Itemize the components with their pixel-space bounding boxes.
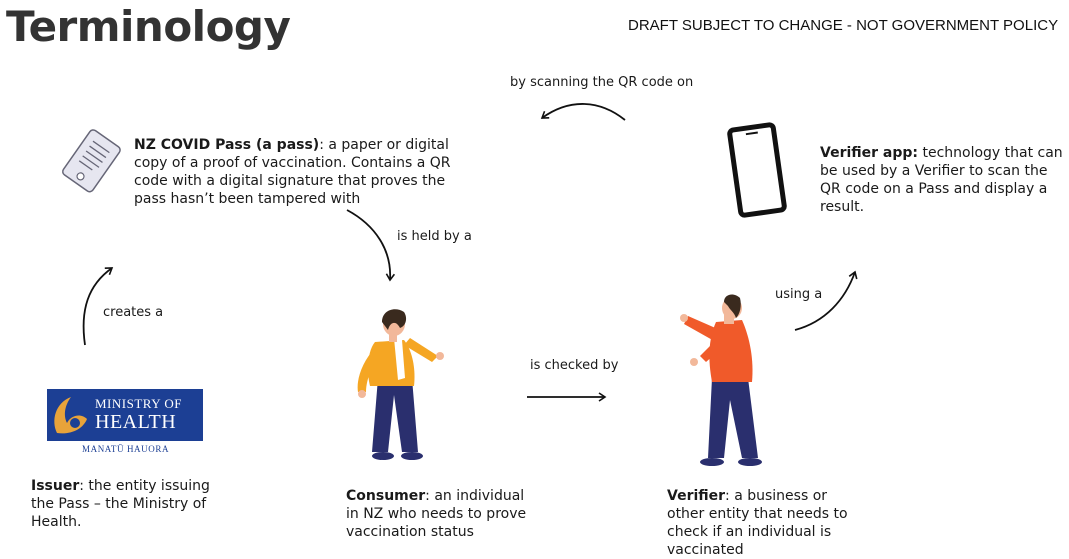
term-pass-definition: : a paper or digital copy of a proof of …: [134, 137, 451, 207]
term-issuer: Issuer: the entity issuing the Pass – th…: [31, 477, 231, 531]
term-verifier-app-definition: technology that can be used by a Verifie…: [820, 145, 1063, 215]
term-pass: NZ COVID Pass (a pass): a paper or digit…: [134, 136, 479, 208]
term-verifier-app: Verifier app: technology that can be use…: [820, 144, 1065, 216]
term-consumer-label: Consumer: [346, 488, 426, 504]
term-consumer: Consumer: an individual in NZ who needs …: [346, 487, 536, 541]
relation-scanning-label: by scanning the QR code on: [510, 75, 694, 90]
term-consumer-definition: : an individual in NZ who needs to prove…: [346, 488, 527, 540]
arrow-using: [794, 270, 858, 331]
relation-held-by-label: is held by a: [397, 229, 472, 244]
page-title: Terminology: [6, 2, 291, 51]
arrow-creates: [82, 267, 114, 346]
relation-checked-by-label: is checked by: [530, 358, 619, 373]
logo-koru-icon: [54, 397, 87, 434]
term-pass-label: NZ COVID Pass (a pass): [134, 137, 320, 153]
phone-icon: [727, 122, 787, 218]
arrow-scanning: [540, 103, 626, 121]
draft-notice: DRAFT SUBJECT TO CHANGE - NOT GOVERNMENT…: [628, 17, 1059, 34]
logo-line2: HEALTH: [95, 411, 177, 433]
logo-subtitle: MANATŪ HAUORA: [82, 444, 170, 454]
term-issuer-definition: : the entity issuing the Pass – the Mini…: [31, 478, 210, 530]
ministry-of-health-logo: MINISTRY OF HEALTH: [47, 389, 203, 441]
pass-ticket-icon: [62, 129, 121, 193]
relation-creates-label: creates a: [103, 305, 164, 320]
verifier-figure: [680, 294, 762, 466]
term-verifier-definition: : a business or other entity that needs …: [667, 488, 848, 558]
term-verifier: Verifier: a business or other entity tha…: [667, 487, 862, 559]
consumer-figure: [357, 309, 444, 460]
term-verifier-app-label: Verifier app:: [820, 145, 919, 161]
term-issuer-label: Issuer: [31, 478, 80, 494]
term-verifier-label: Verifier: [667, 488, 726, 504]
logo-line1: MINISTRY OF: [95, 396, 183, 411]
relation-using-label: using a: [775, 287, 823, 302]
arrow-held-by: [346, 209, 396, 282]
